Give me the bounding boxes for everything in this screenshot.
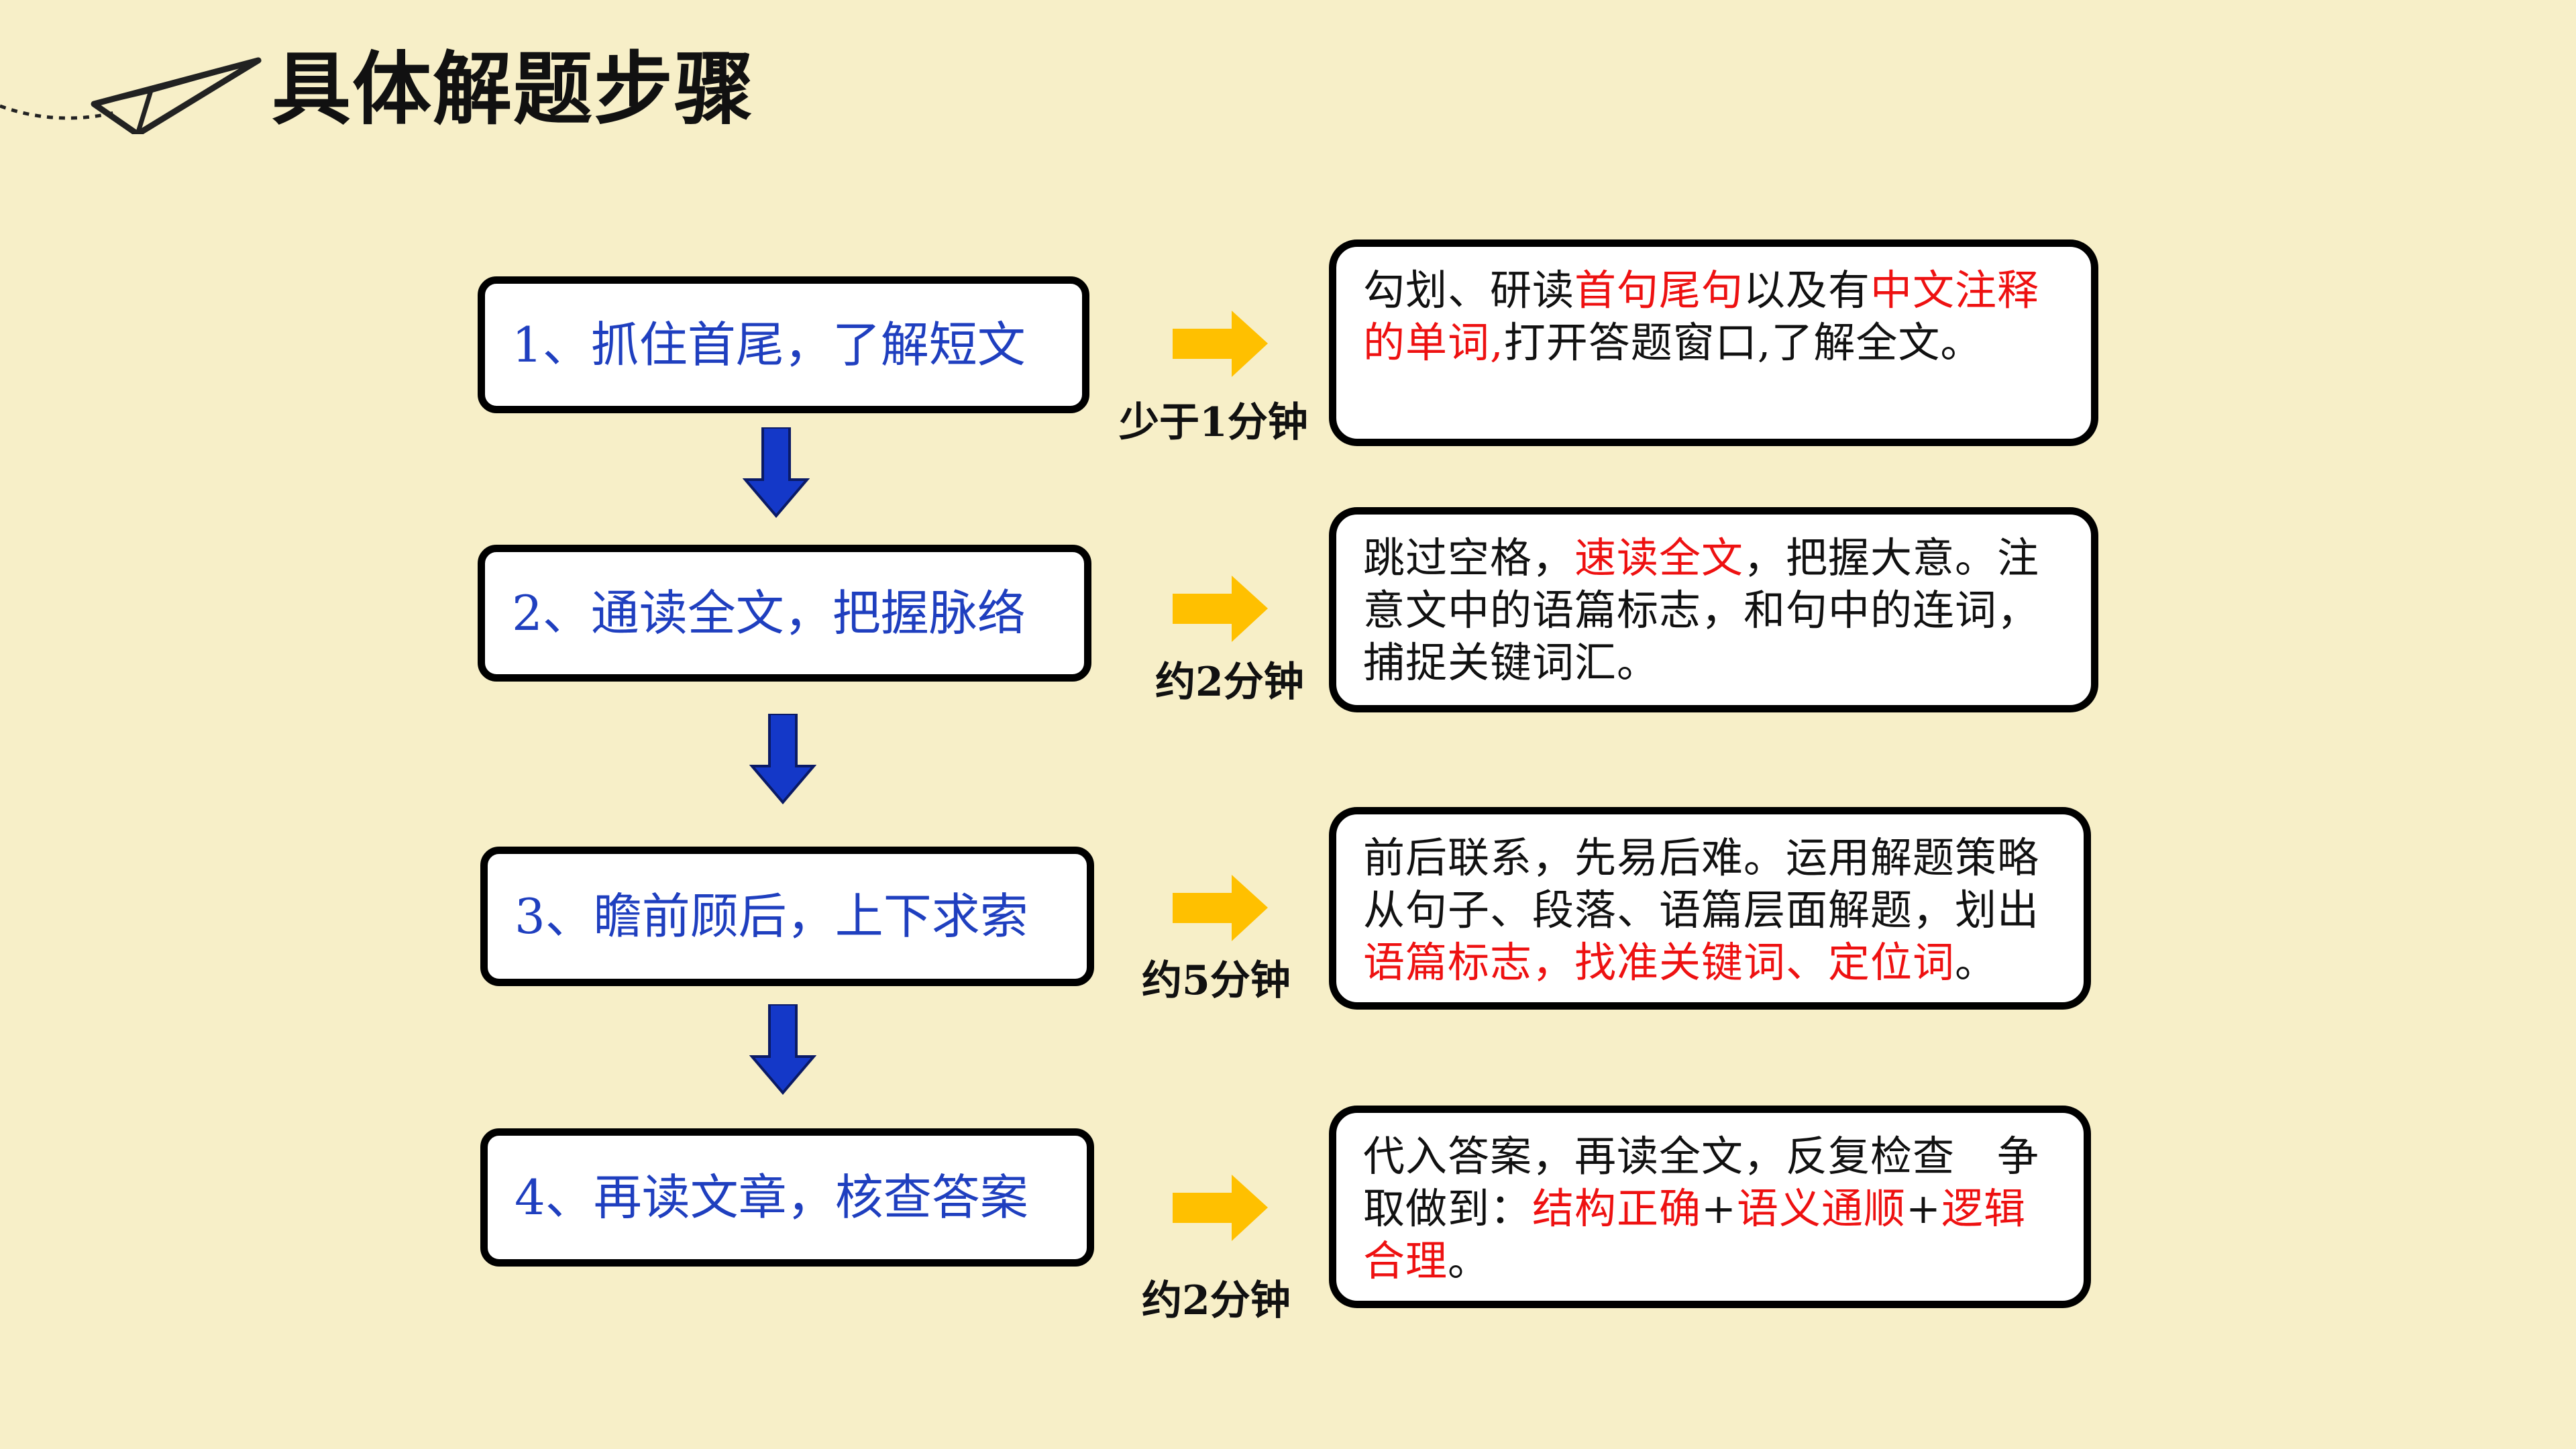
highlight-text: 语义通顺 bbox=[1736, 1184, 1906, 1233]
detail-segment: + bbox=[1906, 1184, 1941, 1233]
time-label: 少于1分钟 bbox=[1119, 399, 1308, 446]
time-label: 约5分钟 bbox=[1142, 957, 1291, 1004]
detail-box-4: 代入答案，再读全文，反复检查 争取做到：结构正确+语义通顺+逻辑合理。 bbox=[1329, 1106, 2091, 1308]
detail-text: 跳过空格，速读全文，把握大意。注意文中的语篇标志，和句中的连词，捕捉关键词汇。 bbox=[1363, 532, 2070, 689]
detail-box-3: 前后联系，先易后难。运用解题策略从句子、段落、语篇层面解题，划出语篇标志，找准关… bbox=[1329, 807, 2091, 1010]
step-box-4: 4、再读文章，核查答案 bbox=[480, 1128, 1094, 1267]
detail-segment: 跳过空格， bbox=[1363, 533, 1575, 582]
detail-segment: 代入答案，再读全文，反复检查 争取做到： bbox=[1363, 1132, 2040, 1233]
highlight-text: 语篇标志，找准关键词、定位词 bbox=[1363, 938, 1955, 987]
step-label: 2、通读全文，把握脉络 bbox=[512, 584, 1026, 641]
step-box-2: 2、通读全文，把握脉络 bbox=[478, 545, 1091, 682]
detail-box-2: 跳过空格，速读全文，把握大意。注意文中的语篇标志，和句中的连词，捕捉关键词汇。 bbox=[1329, 507, 2098, 712]
arrow-down-icon bbox=[743, 427, 810, 518]
step-box-3: 3、瞻前顾后，上下求索 bbox=[480, 847, 1094, 986]
paper-plane-icon bbox=[0, 57, 262, 134]
step-label: 1、抓住首尾，了解短文 bbox=[512, 316, 1026, 373]
detail-box-1: 勾划、研读首句尾句以及有中文注释的单词,打开答题窗口,了解全文。 bbox=[1329, 239, 2098, 446]
arrow-right-icon bbox=[1173, 1175, 1268, 1241]
detail-segment: 。 bbox=[1448, 1236, 1491, 1285]
arrow-right-icon bbox=[1173, 875, 1268, 941]
detail-segment: 勾划、研读 bbox=[1363, 266, 1575, 315]
detail-text: 代入答案，再读全文，反复检查 争取做到：结构正确+语义通顺+逻辑合理。 bbox=[1363, 1130, 2062, 1287]
time-label: 约2分钟 bbox=[1155, 659, 1304, 706]
highlight-text: 首句尾句 bbox=[1574, 266, 1744, 315]
highlight-text: 结构正确 bbox=[1532, 1184, 1702, 1233]
detail-text: 勾划、研读首句尾句以及有中文注释的单词,打开答题窗口,了解全文。 bbox=[1363, 264, 2070, 369]
detail-segment: 前后联系，先易后难。运用解题策略从句子、段落、语篇层面解题，划出 bbox=[1363, 833, 2040, 934]
detail-text: 前后联系，先易后难。运用解题策略从句子、段落、语篇层面解题，划出语篇标志，找准关… bbox=[1363, 832, 2062, 989]
arrow-down-icon bbox=[749, 1004, 816, 1095]
detail-segment: + bbox=[1701, 1184, 1737, 1233]
step-label: 3、瞻前顾后，上下求索 bbox=[515, 888, 1028, 945]
arrow-down-icon bbox=[749, 714, 816, 804]
step-label: 4、再读文章，核查答案 bbox=[515, 1169, 1028, 1226]
time-label: 约2分钟 bbox=[1142, 1277, 1291, 1324]
highlight-text: 逻辑合理 bbox=[1363, 1184, 2026, 1285]
arrow-right-icon bbox=[1173, 576, 1268, 642]
detail-segment: 。 bbox=[1955, 938, 1998, 987]
detail-segment: ，把握大意。注意文中的语篇标志，和句中的连词，捕捉关键词汇。 bbox=[1363, 533, 2040, 687]
arrow-right-icon bbox=[1173, 311, 1268, 377]
highlight-text: 中文注释的单词, bbox=[1363, 266, 2040, 367]
page-title: 具体解题步骤 bbox=[272, 43, 755, 136]
step-box-1: 1、抓住首尾，了解短文 bbox=[478, 276, 1089, 413]
detail-segment: 以及有 bbox=[1743, 266, 1871, 315]
highlight-text: 速读全文 bbox=[1574, 533, 1744, 582]
detail-segment: 打开答题窗口,了解全文。 bbox=[1503, 318, 1983, 367]
